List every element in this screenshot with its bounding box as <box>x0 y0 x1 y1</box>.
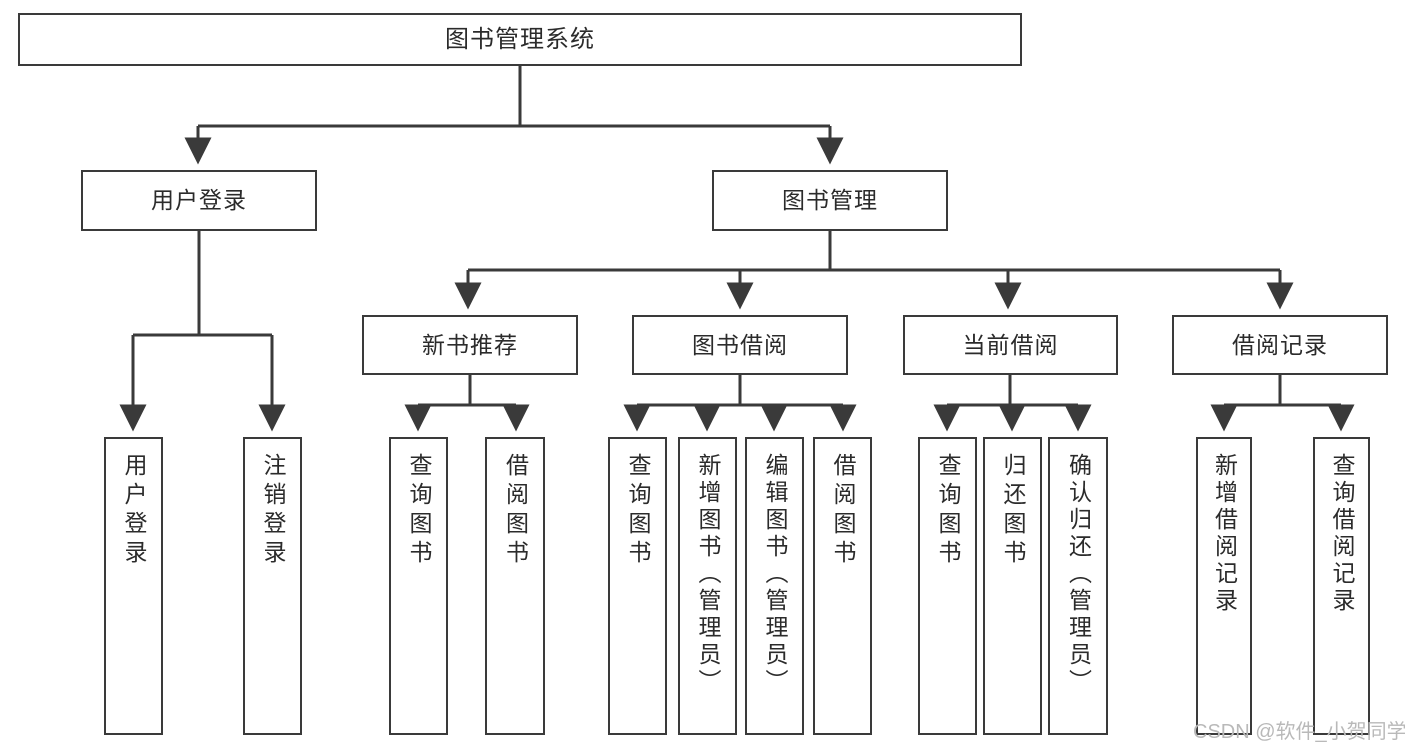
node-current-borrow[interactable]: 当前借阅 <box>903 315 1118 375</box>
node-label: 新书推荐 <box>422 331 518 358</box>
node-leaf-logout[interactable]: 注销登录 <box>243 437 302 735</box>
node-label: 确认归还（管理员） <box>1065 453 1092 696</box>
node-label: 借阅图书 <box>502 453 529 569</box>
node-label: 新增借阅记录 <box>1211 453 1238 615</box>
node-user-login[interactable]: 用户登录 <box>81 170 317 231</box>
node-leaf-query-record[interactable]: 查询借阅记录 <box>1313 437 1370 735</box>
node-leaf-add-record[interactable]: 新增借阅记录 <box>1196 437 1252 735</box>
node-leaf-confirm-return[interactable]: 确认归还（管理员） <box>1048 437 1108 735</box>
node-label: 查询图书 <box>625 453 651 569</box>
node-label: 借阅记录 <box>1232 331 1328 358</box>
node-leaf-add-book[interactable]: 新增图书（管理员） <box>678 437 737 735</box>
node-leaf-borrow-book-rec[interactable]: 借阅图书 <box>485 437 545 735</box>
node-label: 图书管理 <box>782 187 878 214</box>
node-label: 当前借阅 <box>962 331 1059 358</box>
node-book-manage[interactable]: 图书管理 <box>712 170 948 231</box>
node-label: 查询借阅记录 <box>1329 453 1355 615</box>
node-label: 查询图书 <box>935 453 961 569</box>
node-label: 注销登录 <box>260 453 286 569</box>
node-label: 图书借阅 <box>692 331 788 358</box>
node-borrow-record[interactable]: 借阅记录 <box>1172 315 1388 375</box>
node-leaf-borrow-book[interactable]: 借阅图书 <box>813 437 872 735</box>
node-book-borrow[interactable]: 图书借阅 <box>632 315 848 375</box>
node-label: 用户登录 <box>121 453 147 569</box>
node-label: 用户登录 <box>151 187 247 214</box>
node-root[interactable]: 图书管理系统 <box>18 13 1022 66</box>
node-new-book-recommend[interactable]: 新书推荐 <box>362 315 578 375</box>
node-leaf-query-book-cur[interactable]: 查询图书 <box>918 437 977 735</box>
node-label: 借阅图书 <box>830 453 856 569</box>
node-label: 归还图书 <box>1000 453 1026 569</box>
node-label: 新增图书（管理员） <box>695 453 721 696</box>
node-leaf-query-book-rec[interactable]: 查询图书 <box>389 437 448 735</box>
node-label: 图书管理系统 <box>445 25 595 53</box>
watermark: CSDN @软件_小贺同学 <box>1193 721 1405 743</box>
node-leaf-user-login[interactable]: 用户登录 <box>104 437 163 735</box>
node-label: 查询图书 <box>406 453 432 569</box>
node-leaf-edit-book[interactable]: 编辑图书（管理员） <box>745 437 804 735</box>
node-leaf-return-book[interactable]: 归还图书 <box>983 437 1042 735</box>
node-leaf-query-book-borrow[interactable]: 查询图书 <box>608 437 667 735</box>
node-label: 编辑图书（管理员） <box>762 453 788 696</box>
